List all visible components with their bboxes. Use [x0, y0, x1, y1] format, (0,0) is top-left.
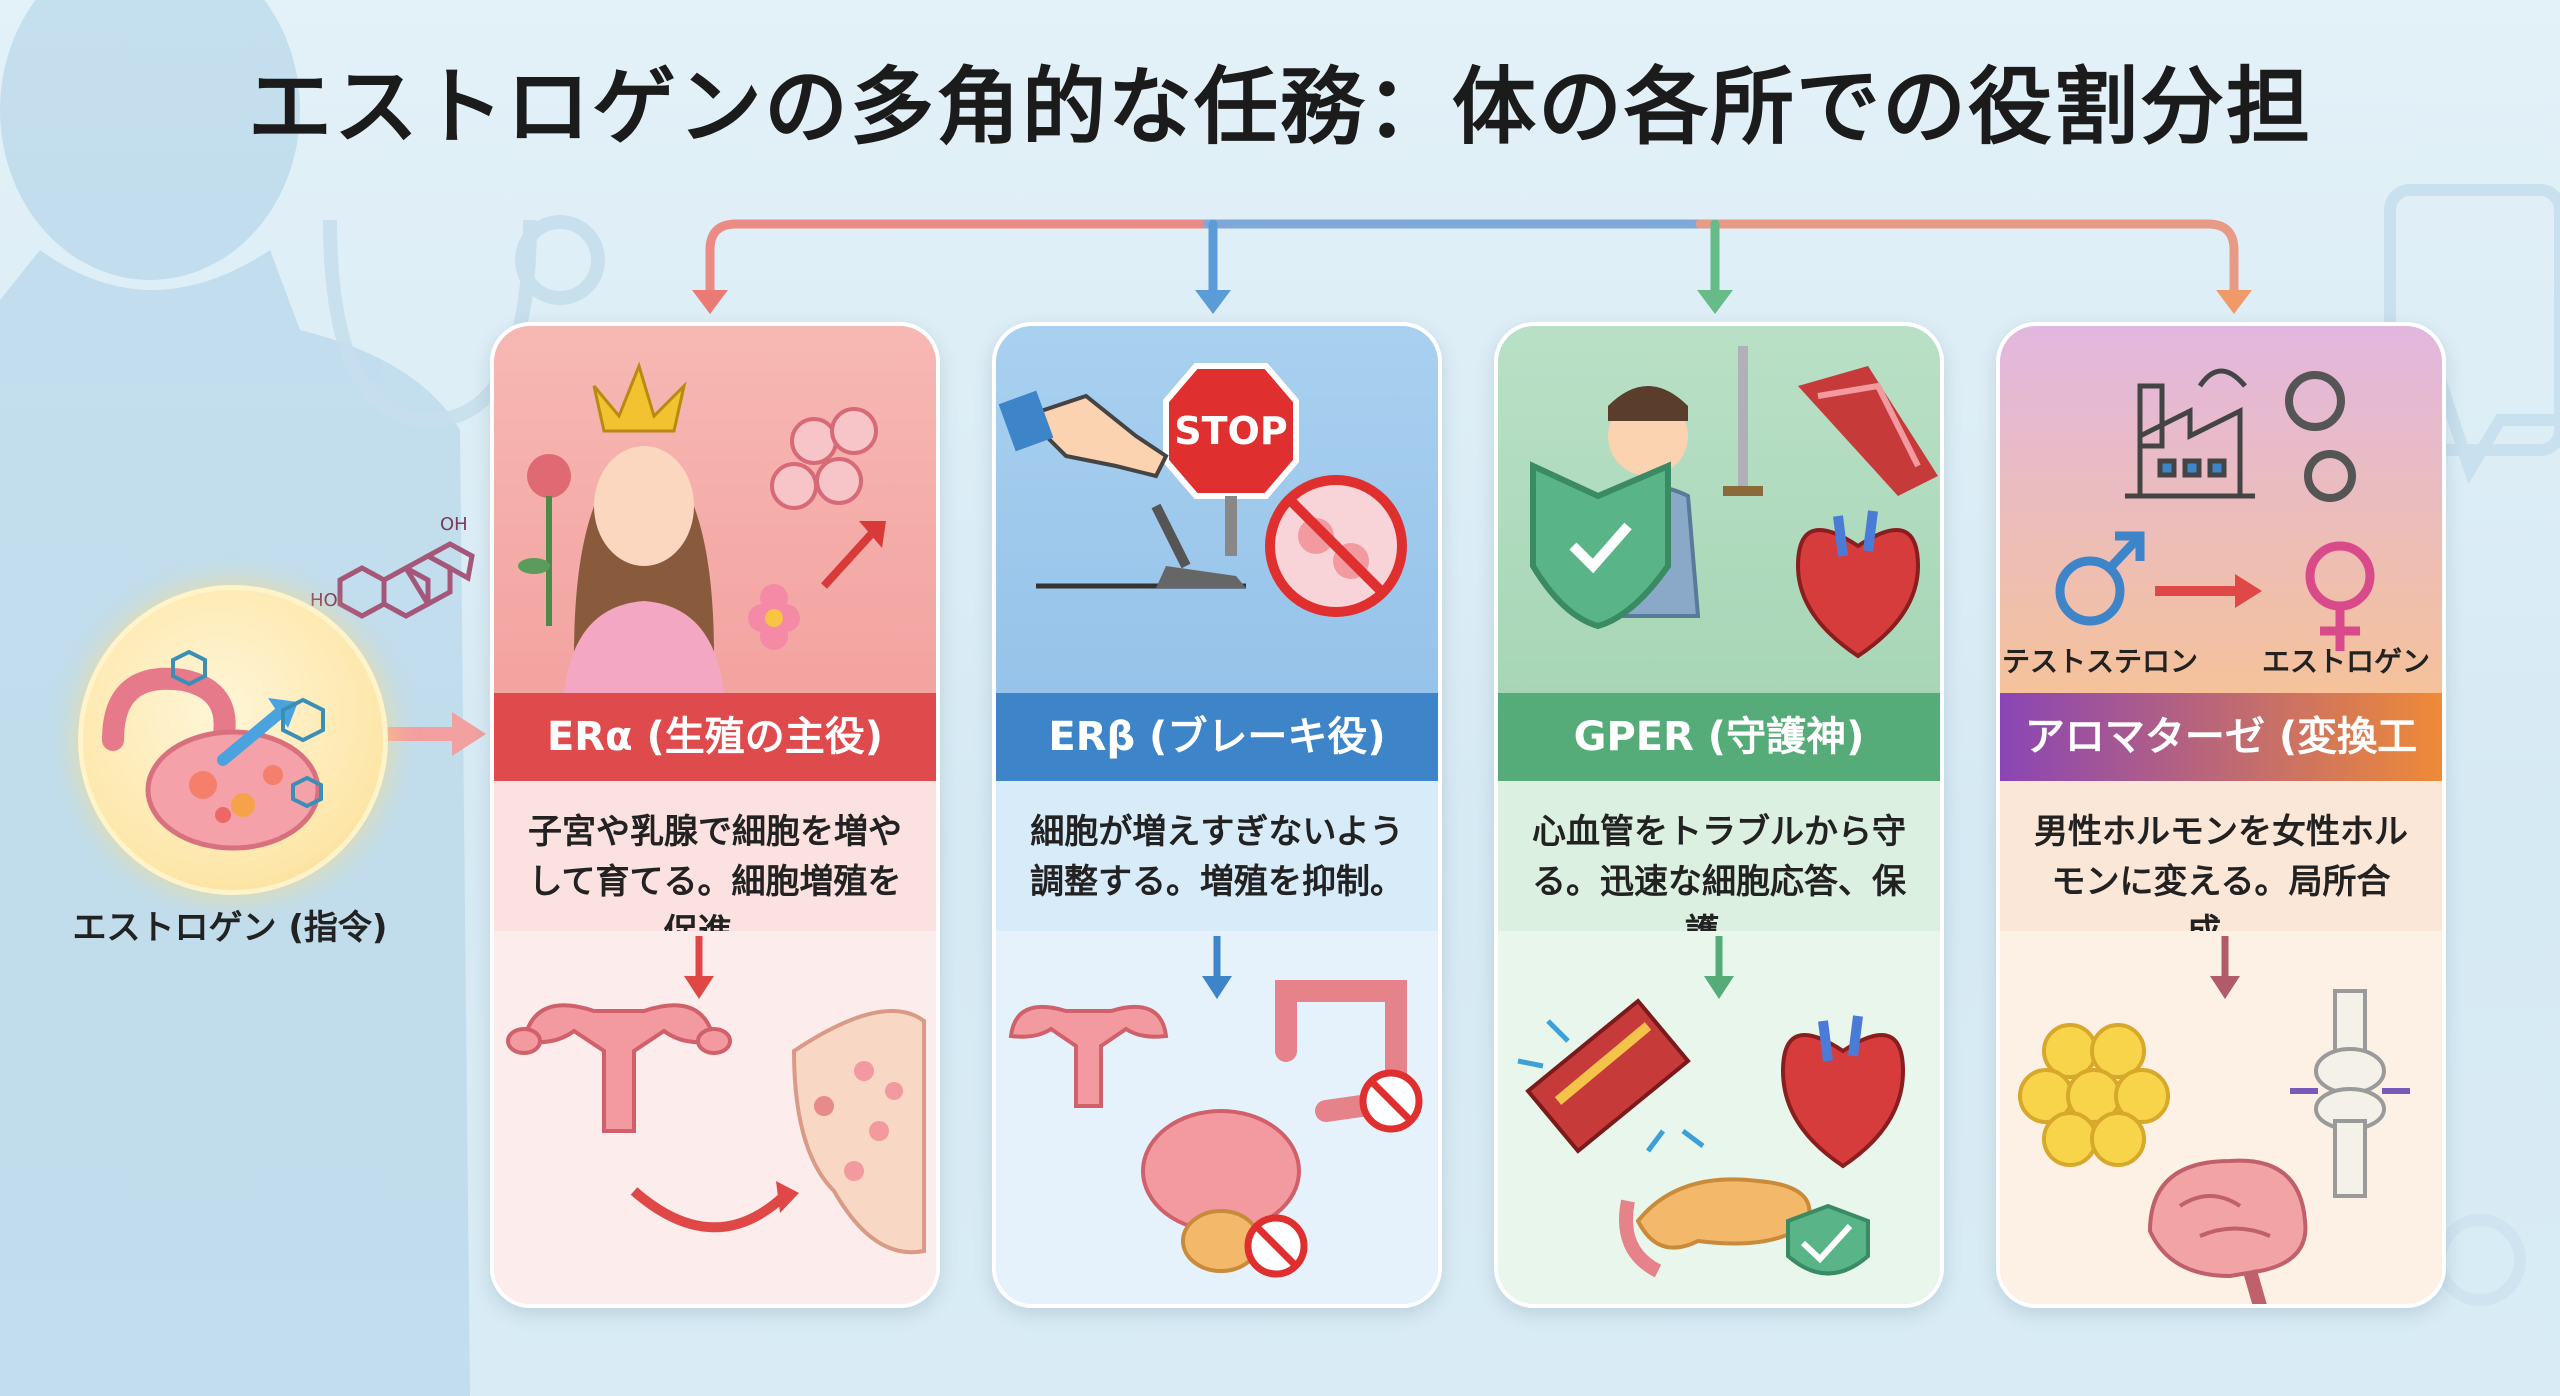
fat-cells-icon: [2018, 1023, 2170, 1167]
card-gper-illustration-bottom: [1498, 931, 1940, 1304]
card-er-beta-header: ERβ (ブレーキ役): [996, 693, 1438, 781]
card-er-alpha-header: ERα (生殖の主役): [494, 693, 936, 781]
prostate-bladder-icon: [1141, 1109, 1301, 1273]
connector-line-aromatase: [1695, 219, 2239, 307]
card-gper: GPER (守護神) 心血管をトラブルから守る。迅速な細胞応答、保護。: [1494, 322, 1944, 1308]
card-er-alpha-illustration-top: [494, 326, 936, 693]
card-aromatase-description: 男性ホルモンを女性ホルモンに変える。局所合成。: [2000, 781, 2442, 952]
card-aromatase: テストステロン エストロゲン アロマターゼ (変換工場) 男性ホルモンを女性ホル…: [1996, 322, 2446, 1308]
page-title: エストロゲンの多角的な任務：体の各所での役割分担: [247, 58, 2312, 156]
card-aromatase-header: アロマターゼ (変換工場): [2000, 693, 2442, 848]
steroid-molecule-icon: [337, 541, 475, 619]
card-er-alpha: ERα (生殖の主役) 子宮や乳腺で細胞を増やして育てる。細胞増殖を促進。: [490, 322, 940, 1308]
card-er-beta-illustration-top: STOP: [996, 326, 1438, 693]
card-er-alpha-description: 子宮や乳腺で細胞を増やして育てる。細胞増殖を促進。: [494, 781, 936, 952]
no-symbol-icon: [1359, 1069, 1423, 1133]
rose-icon: [518, 454, 571, 626]
shield-check-icon: [1530, 461, 1671, 630]
blood-vessel-icon: [1798, 366, 1938, 496]
ho-label-left: HO: [310, 590, 338, 611]
card-aromatase-illustration-bottom: [2000, 931, 2442, 1304]
estrogen-label: エストロゲン: [2262, 645, 2430, 678]
uterus-icon: [1008, 1004, 1169, 1108]
knee-joint-icon: [2290, 989, 2410, 1198]
artery-plaque-icon: [1517, 998, 1705, 1154]
breast-tissue-icon: [791, 1009, 926, 1255]
male-symbol-icon: [2055, 531, 2145, 626]
dividing-cells-icon: [770, 407, 878, 510]
card-er-beta-illustration-bottom: [996, 931, 1438, 1304]
pancreas-icon: [1619, 1177, 1812, 1278]
ovary-icon: [102, 649, 325, 851]
hand-pressing-lever-icon: [998, 390, 1246, 589]
estrogen-source-circle: [78, 585, 388, 895]
card-er-beta: STOP ERβ (ブレーキ役) 細胞が増えすぎないよう調整する。増殖を抑制。: [992, 322, 1442, 1308]
card-er-beta-description: 細胞が増えすぎないよう調整する。増殖を抑制。: [996, 781, 1438, 931]
estrogen-to-era-arrow: [382, 712, 486, 756]
testosterone-label: テストステロン: [2002, 645, 2198, 678]
woman-with-crown-icon: [564, 361, 724, 693]
estrogen-source-label: エストロゲン (指令): [72, 908, 388, 948]
card-er-alpha-illustration-bottom: [494, 931, 936, 1304]
uterus-icon: [506, 1003, 732, 1133]
oh-label-top: OH: [440, 514, 468, 535]
card-gper-header: GPER (守護神): [1498, 693, 1940, 781]
stop-sign-text: STOP: [1174, 409, 1287, 453]
female-symbol-icon: [2305, 541, 2375, 651]
gear-icon: [2285, 371, 2356, 502]
no-cell-division-icon: [1265, 475, 1407, 617]
curved-arrow-icon: [630, 1187, 788, 1233]
card-gper-description: 心血管をトラブルから守る。迅速な細胞応答、保護。: [1498, 781, 1940, 952]
heart-icon: [1780, 1015, 1906, 1169]
no-symbol-icon: [1244, 1214, 1308, 1278]
stop-sign-icon: STOP: [1163, 363, 1299, 556]
card-aromatase-illustration-top: テストステロン エストロゲン: [2000, 326, 2442, 693]
molecule-bg-icon: [2434, 1214, 2526, 1306]
growth-arrow-icon: [821, 528, 877, 589]
flower-icon: [748, 584, 800, 650]
connector-line-era: [705, 219, 1212, 307]
card-gper-illustration-top: [1498, 326, 1940, 693]
heart-icon: [1795, 510, 1921, 659]
factory-icon: [2125, 383, 2255, 499]
shield-check-icon: [1786, 1203, 1870, 1276]
brain-icon: [2147, 1158, 2308, 1304]
connector-arrowheads: [692, 290, 2252, 314]
smoke-icon: [2197, 368, 2247, 388]
